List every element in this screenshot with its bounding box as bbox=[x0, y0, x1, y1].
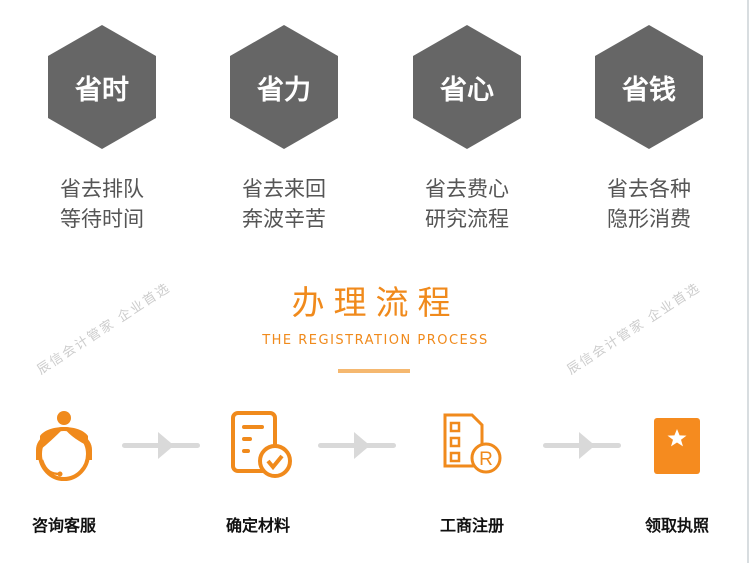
benefit-hexagon: 省钱 bbox=[595, 25, 703, 149]
license-icon bbox=[654, 418, 700, 474]
desc-line: 隐形消费 bbox=[607, 207, 691, 231]
desc-line: 省去排队 bbox=[60, 177, 144, 201]
desc-line: 研究流程 bbox=[425, 207, 509, 231]
benefit-desc: 省去各种隐形消费 bbox=[569, 174, 729, 234]
benefit-desc: 省去来回奔波辛苦 bbox=[204, 174, 364, 234]
desc-line: 等待时间 bbox=[60, 207, 144, 231]
arrow-icon bbox=[543, 432, 621, 459]
benefit-desc: 省去费心研究流程 bbox=[387, 174, 547, 234]
document-check-icon bbox=[231, 411, 292, 478]
benefit-desc: 省去排队等待时间 bbox=[22, 174, 182, 234]
desc-line: 奔波辛苦 bbox=[242, 207, 326, 231]
step-label: 咨询客服 bbox=[31, 516, 96, 535]
step-label: 确定材料 bbox=[225, 516, 290, 535]
arrow-icon bbox=[122, 432, 200, 459]
benefit-hexagon: 省力 bbox=[230, 25, 338, 149]
step-label: 工商注册 bbox=[439, 516, 504, 535]
scroll-edge bbox=[747, 0, 749, 563]
svg-text:R: R bbox=[479, 449, 493, 470]
desc-line: 省去各种 bbox=[607, 177, 691, 201]
process-title: 办理流程 bbox=[291, 283, 460, 322]
process-subtitle: THE REGISTRATION PROCESS bbox=[262, 333, 489, 348]
registration-form-icon: R bbox=[443, 413, 502, 474]
step-label: 领取执照 bbox=[644, 516, 709, 535]
benefit-hexagon: 省心 bbox=[413, 25, 521, 149]
benefit-hexagon: 省时 bbox=[48, 25, 156, 149]
desc-line: 省去来回 bbox=[242, 177, 326, 201]
customer-service-icon bbox=[36, 411, 92, 481]
title-underline bbox=[338, 369, 410, 373]
desc-line: 省去费心 bbox=[425, 177, 509, 201]
arrow-icon bbox=[318, 432, 396, 459]
